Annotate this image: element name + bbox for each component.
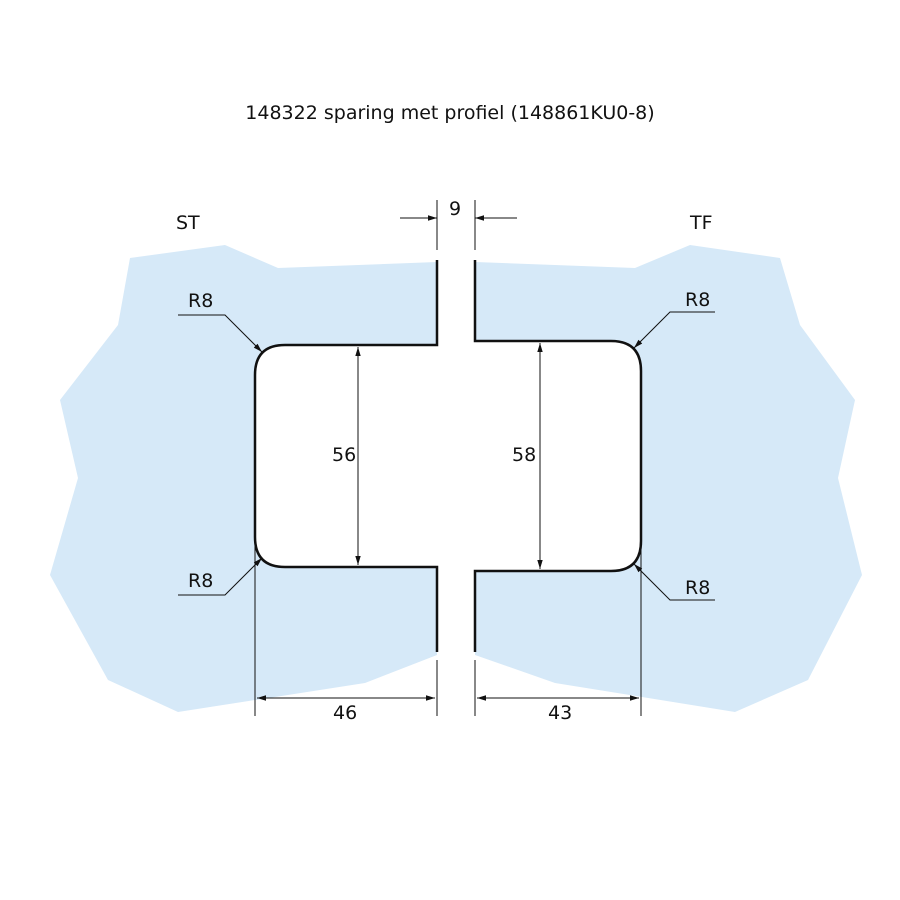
right-side-label: TF (690, 212, 713, 234)
right-height-label: 58 (512, 444, 537, 466)
left-cutout-outline (253, 260, 439, 652)
radius-label-top-right: R8 (685, 289, 711, 311)
left-glass-panel (50, 245, 437, 712)
width-dimensions (254, 545, 642, 716)
left-height-label: 56 (332, 444, 357, 466)
left-width-label: 46 (333, 702, 358, 724)
radius-label-bottom-left: R8 (188, 570, 214, 592)
drawing-title: 148322 sparing met profiel (148861KU0-8) (245, 102, 655, 124)
right-glass-panel (475, 245, 862, 712)
radius-leaders (178, 311, 715, 601)
gap-dimension-label: 9 (449, 198, 462, 220)
gap-dimension (400, 200, 517, 250)
right-width-label: 43 (548, 702, 573, 724)
radius-label-bottom-right: R8 (685, 577, 711, 599)
radius-label-top-left: R8 (188, 290, 214, 312)
right-cutout-outline (473, 260, 643, 652)
left-side-label: ST (176, 212, 200, 234)
